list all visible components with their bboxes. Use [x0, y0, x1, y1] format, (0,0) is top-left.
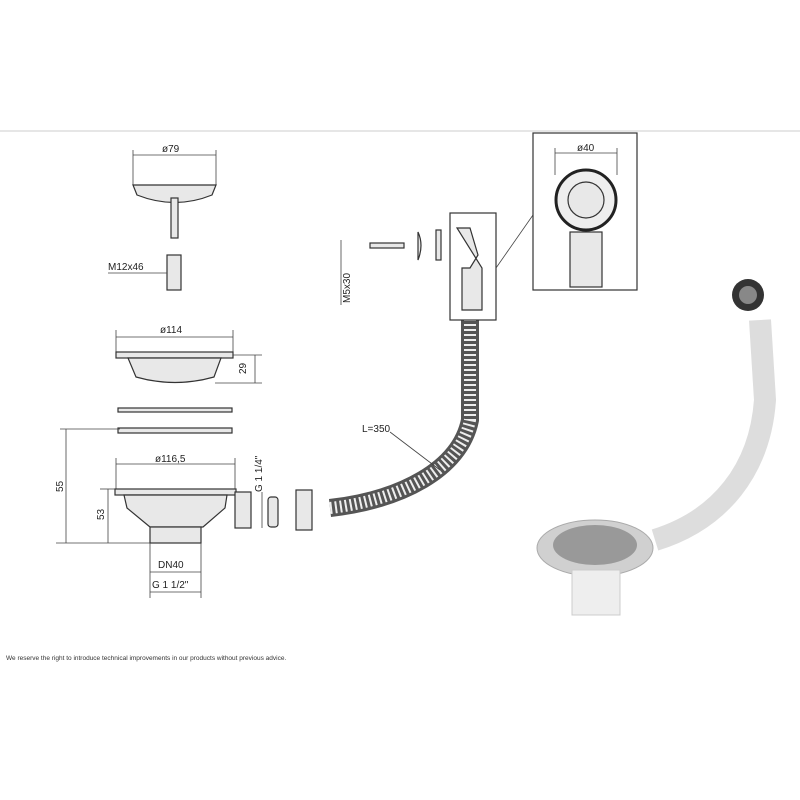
- overflow-diameter-label: ø40: [577, 143, 595, 154]
- overflow-thread-label: G 1 1/4": [254, 455, 265, 492]
- strainer-basket: ø79: [132, 144, 217, 239]
- bolt: M12x46: [108, 254, 182, 291]
- strainer-diameter-label: ø79: [162, 144, 180, 155]
- overflow-hose: L=350: [328, 320, 479, 517]
- gasket-lower: [117, 427, 233, 434]
- gasket: [117, 407, 233, 413]
- footer-disclaimer: We reserve the right to introduce techni…: [6, 655, 287, 662]
- body-height-label: 53: [96, 508, 107, 520]
- overflow-screw: M5x30: [340, 212, 534, 321]
- product-photo: [536, 279, 777, 616]
- total-height-label: 55: [55, 480, 66, 492]
- screw-label: M5x30: [342, 273, 353, 303]
- flange-height-label: 29: [238, 362, 249, 374]
- hose-length-label: L=350: [362, 424, 391, 435]
- flange-diameter-label: ø114: [160, 325, 182, 336]
- overflow-detail: ø40: [532, 132, 638, 291]
- sink-body: 55 53 ø116,5 DN40 G 1 1/2" G 1 1/4": [55, 428, 313, 598]
- bolt-label: M12x46: [108, 262, 144, 273]
- flange: ø114 29: [115, 325, 262, 384]
- outlet-dn-label: DN40: [158, 560, 184, 571]
- outlet-thread-label: G 1 1/2": [152, 580, 189, 591]
- body-diameter-label: ø116,5: [155, 454, 186, 465]
